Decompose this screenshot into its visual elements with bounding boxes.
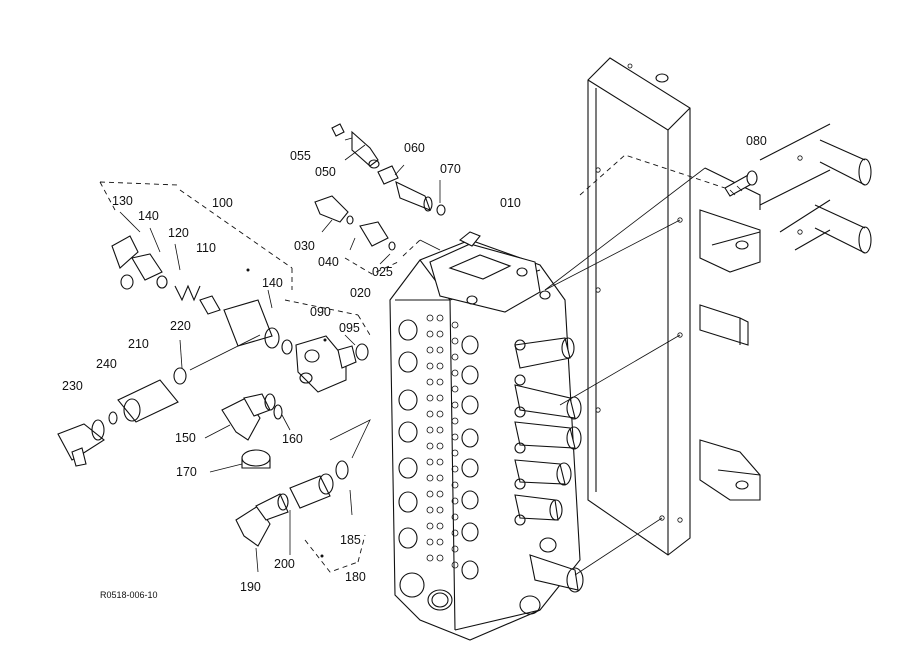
part-label-010: 010 <box>500 196 521 210</box>
fitting-group-180 <box>235 419 371 573</box>
part-label-120: 120 <box>168 226 189 240</box>
mounting-bracket <box>587 57 872 556</box>
drawing-reference-code: R0518-006-10 <box>100 590 158 600</box>
part-label-130: 130 <box>112 194 133 208</box>
control-valve-body <box>389 231 584 641</box>
part-label-160: 160 <box>282 432 303 446</box>
bolt-080 <box>724 170 758 197</box>
part-label-100: 100 <box>212 196 233 210</box>
part-label-200: 200 <box>274 557 295 571</box>
part-label-050: 050 <box>315 165 336 179</box>
block-090 <box>284 299 371 393</box>
part-label-140-upper: 140 <box>138 209 159 223</box>
part-label-090: 090 <box>310 305 331 319</box>
part-label-210: 210 <box>128 337 149 351</box>
part-label-025: 025 <box>372 265 393 279</box>
fitting-group-left <box>57 334 261 467</box>
part-label-140-lower: 140 <box>262 276 283 290</box>
part-label-070: 070 <box>440 162 461 176</box>
left-port-column <box>398 319 453 611</box>
fitting-group-mid <box>314 195 441 275</box>
part-label-080: 080 <box>746 134 767 148</box>
part-label-240: 240 <box>96 357 117 371</box>
part-label-030: 030 <box>294 239 315 253</box>
part-label-170: 170 <box>176 465 197 479</box>
spool-caps <box>514 337 584 593</box>
bolt-columns <box>426 314 459 569</box>
part-label-180: 180 <box>345 570 366 584</box>
part-label-020: 020 <box>350 286 371 300</box>
part-label-110: 110 <box>196 241 216 255</box>
part-labels: 010 020 025 030 040 050 055 060 070 080 … <box>62 134 767 594</box>
part-label-220: 220 <box>170 319 191 333</box>
part-label-185: 185 <box>340 533 361 547</box>
part-label-055: 055 <box>290 149 311 163</box>
assembly-lines <box>544 154 726 576</box>
fitting-group-top <box>331 123 446 216</box>
front-port-column <box>461 335 479 580</box>
relief-valve-group <box>99 181 293 355</box>
part-label-150: 150 <box>175 431 196 445</box>
part-label-190: 190 <box>240 580 261 594</box>
fitting-group-150 <box>204 393 291 473</box>
part-label-230: 230 <box>62 379 83 393</box>
part-label-095: 095 <box>339 321 360 335</box>
part-label-060: 060 <box>404 141 425 155</box>
part-label-040: 040 <box>318 255 339 269</box>
